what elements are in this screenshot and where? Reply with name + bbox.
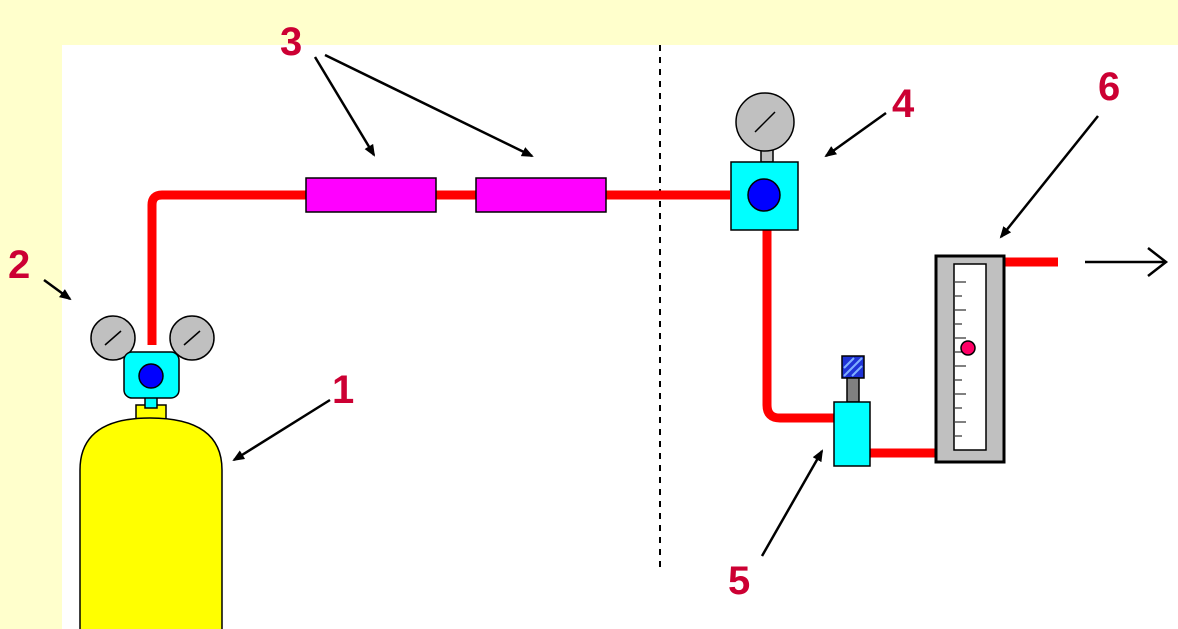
flowmeter-tube xyxy=(953,263,987,451)
label-5: 5 xyxy=(728,559,750,603)
diagram-panel xyxy=(62,45,1178,629)
pressure-gauge-icon xyxy=(169,315,215,361)
leader-arrow-3b xyxy=(324,53,534,158)
pipeline xyxy=(147,190,1058,458)
pressure-gauge-icon xyxy=(735,92,795,152)
cylinder-body xyxy=(79,417,223,629)
leader-arrow-3a xyxy=(313,56,376,157)
pressure-regulator-knob xyxy=(747,178,781,212)
outlet-arrow-icon xyxy=(1085,247,1169,277)
leader-arrows xyxy=(43,53,1099,557)
pressure-gauge-icon xyxy=(90,315,136,361)
flowmeter-scale xyxy=(955,281,966,437)
flowmeter xyxy=(934,254,1006,464)
purifier-tube-2 xyxy=(475,177,607,213)
leader-arrow-1 xyxy=(232,398,331,462)
needle-valve-stem xyxy=(846,377,860,403)
regulator-to-valve-pipe xyxy=(762,230,834,423)
label-6: 6 xyxy=(1098,65,1120,109)
leader-arrow-5 xyxy=(760,449,824,557)
leader-arrow-2 xyxy=(43,278,72,301)
gas-cylinder-icon xyxy=(79,404,223,629)
leader-arrow-6 xyxy=(999,115,1099,239)
cylinder-regulator-knob xyxy=(138,363,164,389)
label-1: 1 xyxy=(332,368,354,412)
label-2: 2 xyxy=(8,243,30,287)
purifier-tube-1 xyxy=(305,177,437,213)
needle-valve xyxy=(833,355,871,467)
leader-arrow-4 xyxy=(824,111,887,158)
label-4: 4 xyxy=(892,82,915,126)
pressure-regulator xyxy=(730,92,799,231)
main-pipe xyxy=(147,190,730,345)
needle-valve-body xyxy=(833,401,871,467)
label-3: 3 xyxy=(280,20,302,64)
flowmeter-float xyxy=(960,340,976,356)
cylinder-regulator xyxy=(90,315,215,409)
